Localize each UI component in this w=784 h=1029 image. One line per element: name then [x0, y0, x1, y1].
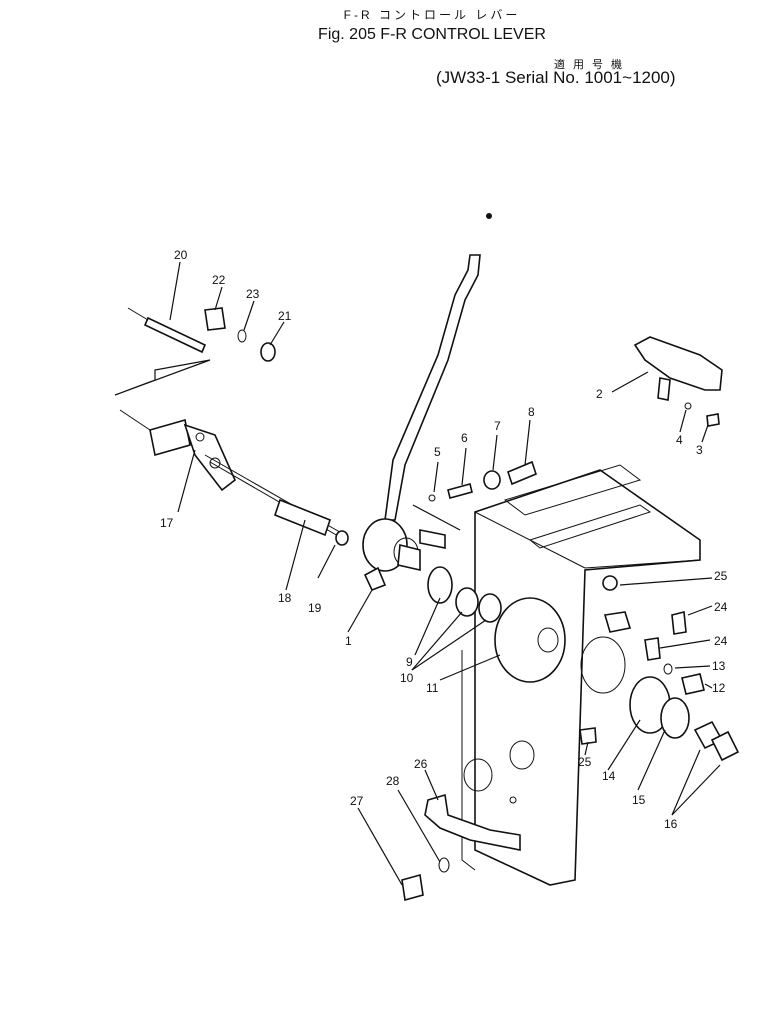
callout-24b: 24 — [714, 634, 728, 648]
callout-21: 21 — [278, 309, 292, 323]
control-cable — [119, 409, 349, 546]
callout-22: 22 — [212, 273, 226, 287]
callout-26: 26 — [414, 757, 428, 771]
callout-27: 27 — [350, 794, 364, 808]
japanese-title: F-R コントロール レバー — [343, 8, 521, 22]
applicability-label: 適用号機 — [554, 59, 630, 71]
callout-17: 17 — [160, 516, 174, 530]
callout-8: 8 — [528, 405, 535, 419]
callout-5: 5 — [434, 445, 441, 459]
lever-knob — [633, 336, 723, 401]
callout-23: 23 — [246, 287, 260, 301]
callout-28: 28 — [386, 774, 400, 788]
figure-title: Fig. 205 F-R CONTROL LEVER — [318, 26, 546, 43]
bracket-plate — [461, 464, 701, 886]
callout-16: 16 — [664, 817, 678, 831]
callout-19: 19 — [308, 601, 322, 615]
callout-2: 2 — [596, 387, 603, 401]
callout-6: 6 — [461, 431, 468, 445]
callout-24a: 24 — [714, 600, 728, 614]
callout-9: 9 — [406, 655, 413, 669]
callout-11: 11 — [426, 681, 439, 695]
control-lever — [362, 213, 492, 592]
callout-14: 14 — [602, 769, 616, 783]
callout-13: 13 — [712, 659, 726, 673]
callout-1: 1 — [345, 634, 352, 648]
stopper-bracket — [401, 793, 521, 902]
callout-20: 20 — [174, 248, 188, 262]
callout-3: 3 — [696, 443, 703, 457]
callout-10: 10 — [400, 671, 414, 685]
callout-25b: 25 — [578, 755, 592, 769]
callout-15: 15 — [632, 793, 646, 807]
callout-labels: 1 2 3 4 5 6 7 8 9 10 11 12 13 14 15 16 1… — [160, 248, 728, 831]
hardware-parts — [204, 307, 740, 762]
callout-4: 4 — [676, 433, 683, 447]
leader-lines — [114, 261, 721, 886]
callout-12: 12 — [712, 681, 726, 695]
callout-18: 18 — [278, 591, 292, 605]
callout-7: 7 — [494, 419, 501, 433]
serial-range: (JW33-1 Serial No. 1001~1200) — [436, 68, 676, 87]
callout-25a: 25 — [714, 569, 728, 583]
rod — [127, 307, 207, 354]
